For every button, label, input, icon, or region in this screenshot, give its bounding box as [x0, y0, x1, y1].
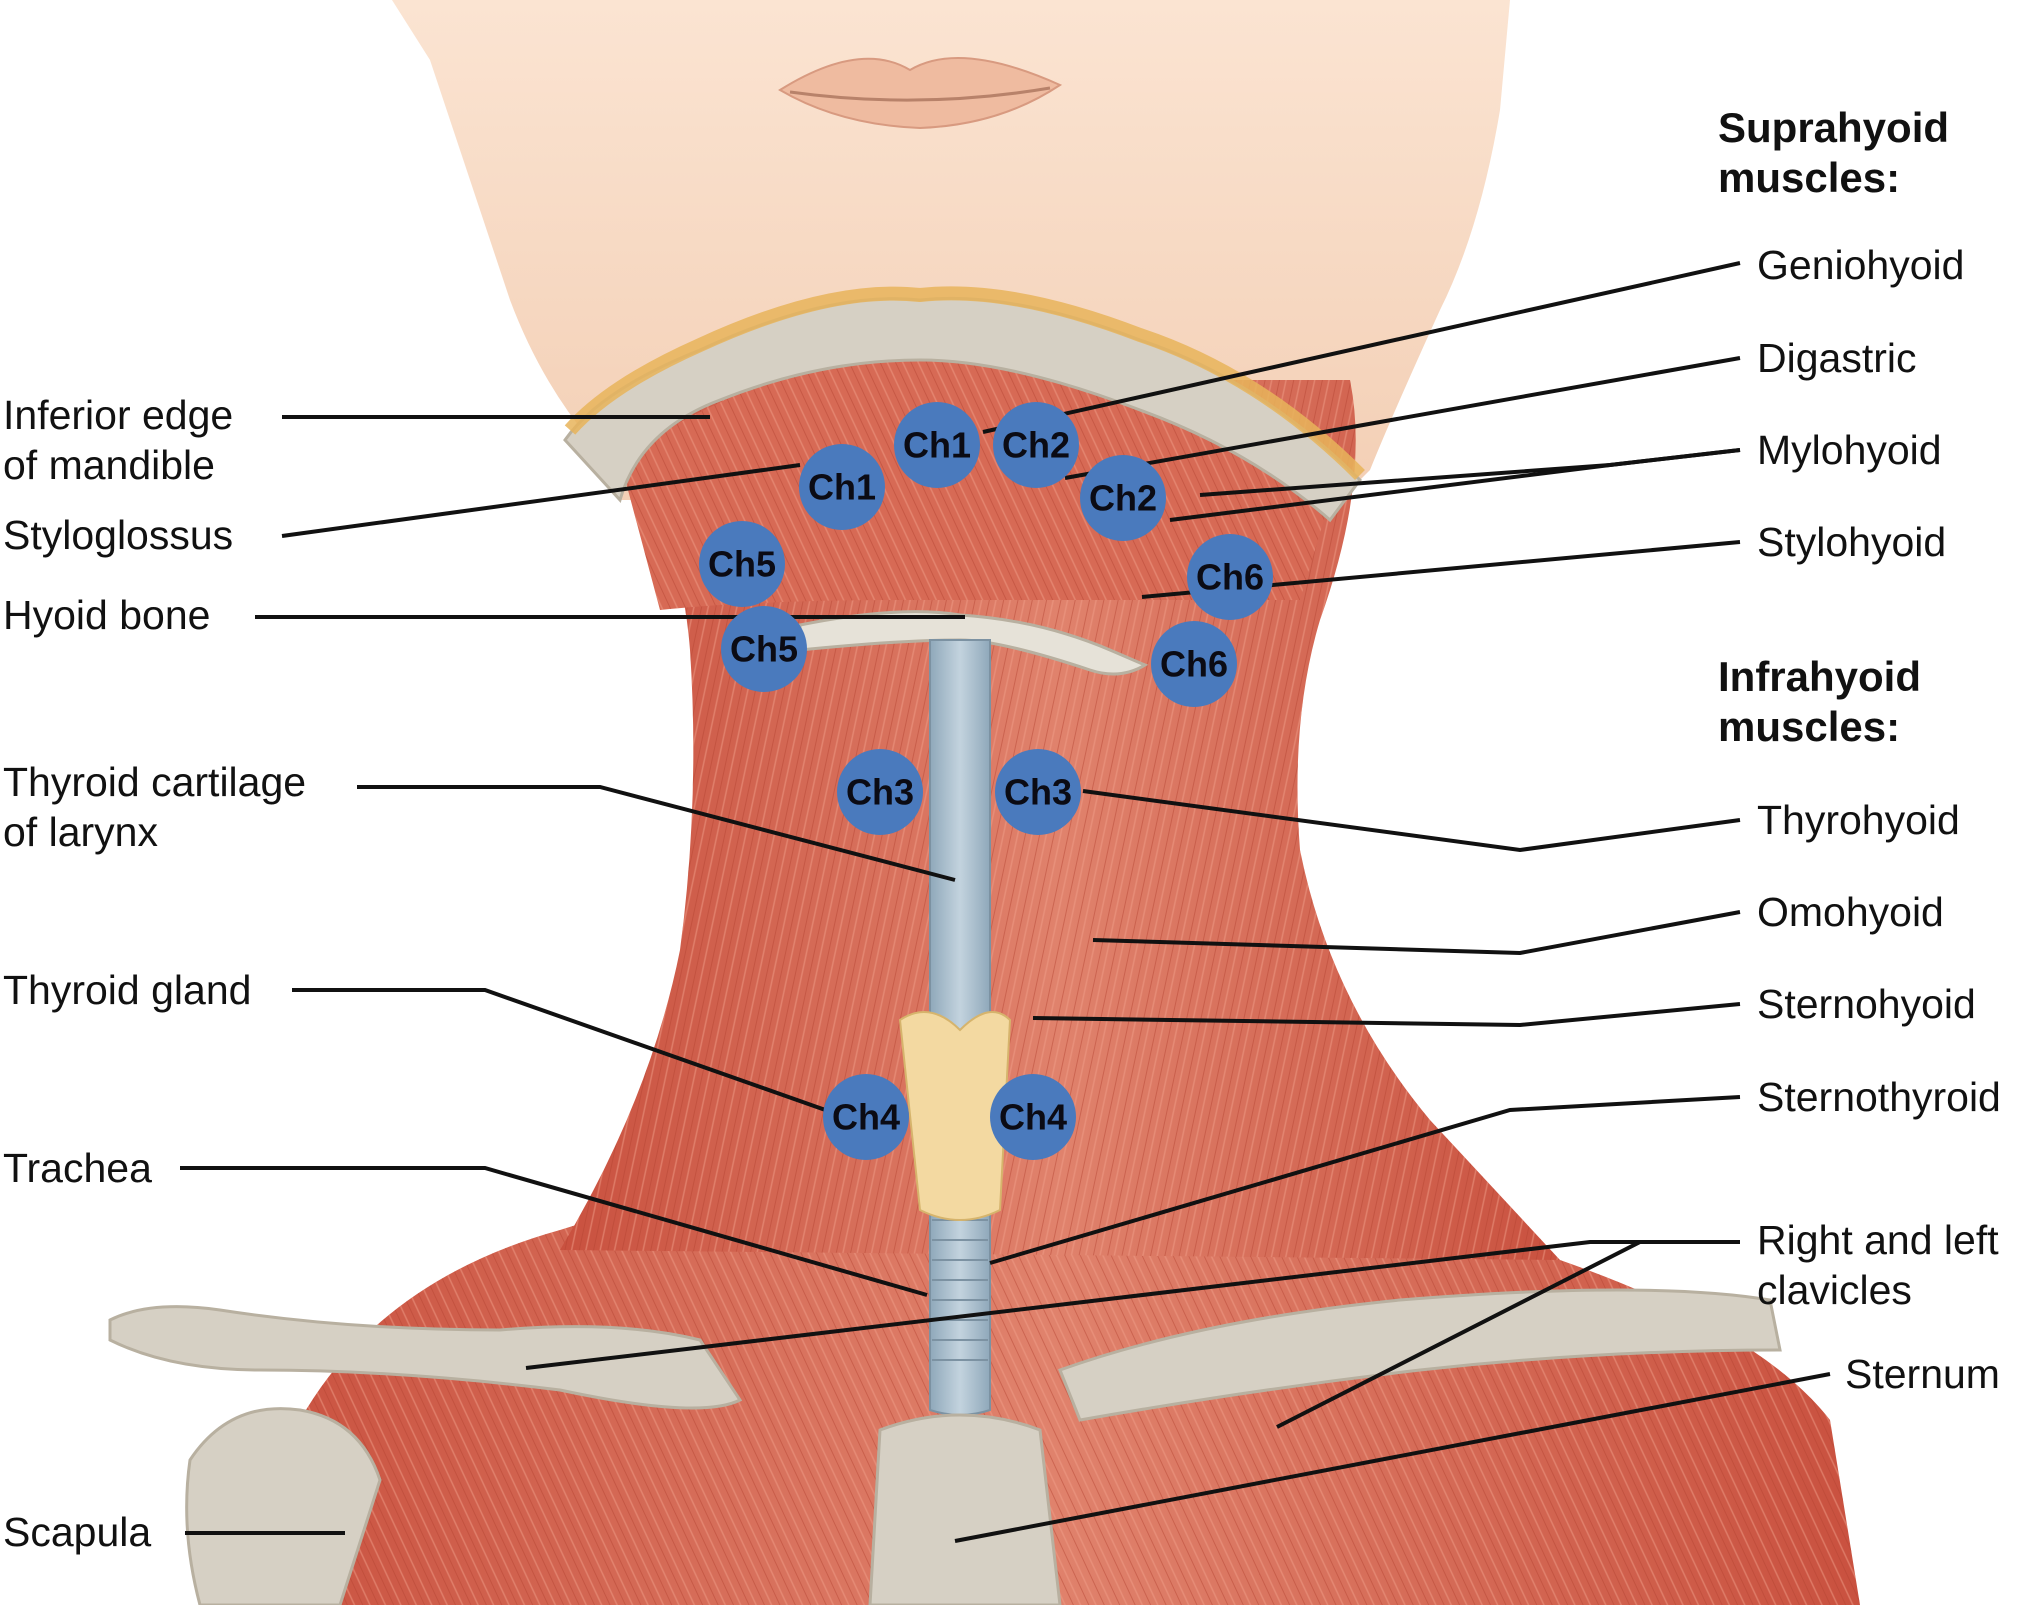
infrahyoid-heading: Infrahyoid muscles:	[1718, 652, 1921, 752]
label-stylohyoid: Stylohyoid	[1757, 519, 1947, 565]
badge-label: Ch2	[1089, 478, 1157, 519]
badge-label: Ch6	[1196, 557, 1264, 598]
label-inferior-edge-of-mandible: Inferior edge of mandible	[3, 390, 233, 490]
label-styloglossus: Styloglossus	[3, 512, 234, 558]
badge-ch5-lower: Ch5	[721, 606, 807, 692]
badge-ch5-upper: Ch5	[699, 521, 785, 607]
scapula-shape	[185, 1407, 382, 1605]
label-hyoid-bone: Hyoid bone	[3, 592, 211, 638]
badge-label: Ch5	[708, 544, 776, 585]
thyroid-gland-shape	[898, 1011, 1012, 1221]
badge-ch2-left: Ch2	[993, 402, 1079, 488]
badge-ch3-right: Ch3	[995, 749, 1081, 835]
label-line: clavicles	[1757, 1267, 1912, 1313]
badge-label: Ch5	[730, 629, 798, 670]
label-thyrohyoid: Thyrohyoid	[1757, 797, 1960, 843]
badge-label: Ch4	[832, 1097, 900, 1138]
label-mylohyoid: Mylohyoid	[1757, 427, 1942, 473]
badge-label: Ch1	[808, 467, 876, 508]
label-omohyoid: Omohyoid	[1757, 889, 1944, 935]
lips	[778, 57, 1063, 130]
label-geniohyoid: Geniohyoid	[1757, 242, 1965, 288]
infrahyoid-heading-line1: Infrahyoid	[1718, 653, 1922, 700]
label-sternothyroid: Sternothyroid	[1757, 1074, 2001, 1120]
sternum-shape	[868, 1413, 1062, 1605]
badge-ch4-right: Ch4	[990, 1074, 1076, 1160]
badge-ch1-right: Ch1	[799, 444, 885, 530]
label-scapula: Scapula	[3, 1509, 152, 1555]
label-line: of mandible	[3, 442, 215, 488]
badge-label: Ch4	[999, 1097, 1067, 1138]
suprahyoid-heading: Suprahyoid muscles:	[1718, 103, 1949, 203]
badge-label: Ch1	[903, 425, 971, 466]
label-digastric: Digastric	[1757, 335, 1917, 381]
label-sternohyoid: Sternohyoid	[1757, 981, 1976, 1027]
label-thyroid-cartilage: Thyroid cartilage of larynx	[3, 757, 306, 857]
mandible-marrow	[564, 286, 1365, 480]
hyoid-shape	[798, 610, 1149, 676]
label-line: of larynx	[3, 809, 158, 855]
label-line: Right and left	[1757, 1217, 1999, 1263]
label-line: Inferior edge	[3, 392, 234, 438]
label-thyroid-gland: Thyroid gland	[3, 967, 252, 1013]
suprahyoid-heading-line1: Suprahyoid	[1718, 104, 1950, 151]
badge-label: Ch2	[1002, 425, 1070, 466]
badge-label: Ch3	[846, 772, 914, 813]
badge-ch2-right: Ch2	[1080, 455, 1166, 541]
badge-label: Ch3	[1004, 772, 1072, 813]
badge-ch6-lower: Ch6	[1151, 621, 1237, 707]
label-sternum: Sternum	[1845, 1351, 2000, 1397]
suprahyoid-heading-line2: muscles:	[1718, 154, 1901, 201]
label-line: Thyroid cartilage	[3, 759, 307, 805]
label-trachea: Trachea	[3, 1145, 152, 1191]
badge-ch1-left: Ch1	[894, 402, 980, 488]
badge-ch4-left: Ch4	[823, 1074, 909, 1160]
infrahyoid-heading-line2: muscles:	[1718, 703, 1901, 750]
badge-ch3-left: Ch3	[837, 749, 923, 835]
leader-lines	[180, 261, 1831, 1543]
right-clavicle	[108, 1305, 743, 1410]
badge-label: Ch6	[1160, 644, 1228, 685]
label-clavicles: Right and left clavicles	[1757, 1215, 1999, 1315]
badge-ch6-upper: Ch6	[1187, 534, 1273, 620]
